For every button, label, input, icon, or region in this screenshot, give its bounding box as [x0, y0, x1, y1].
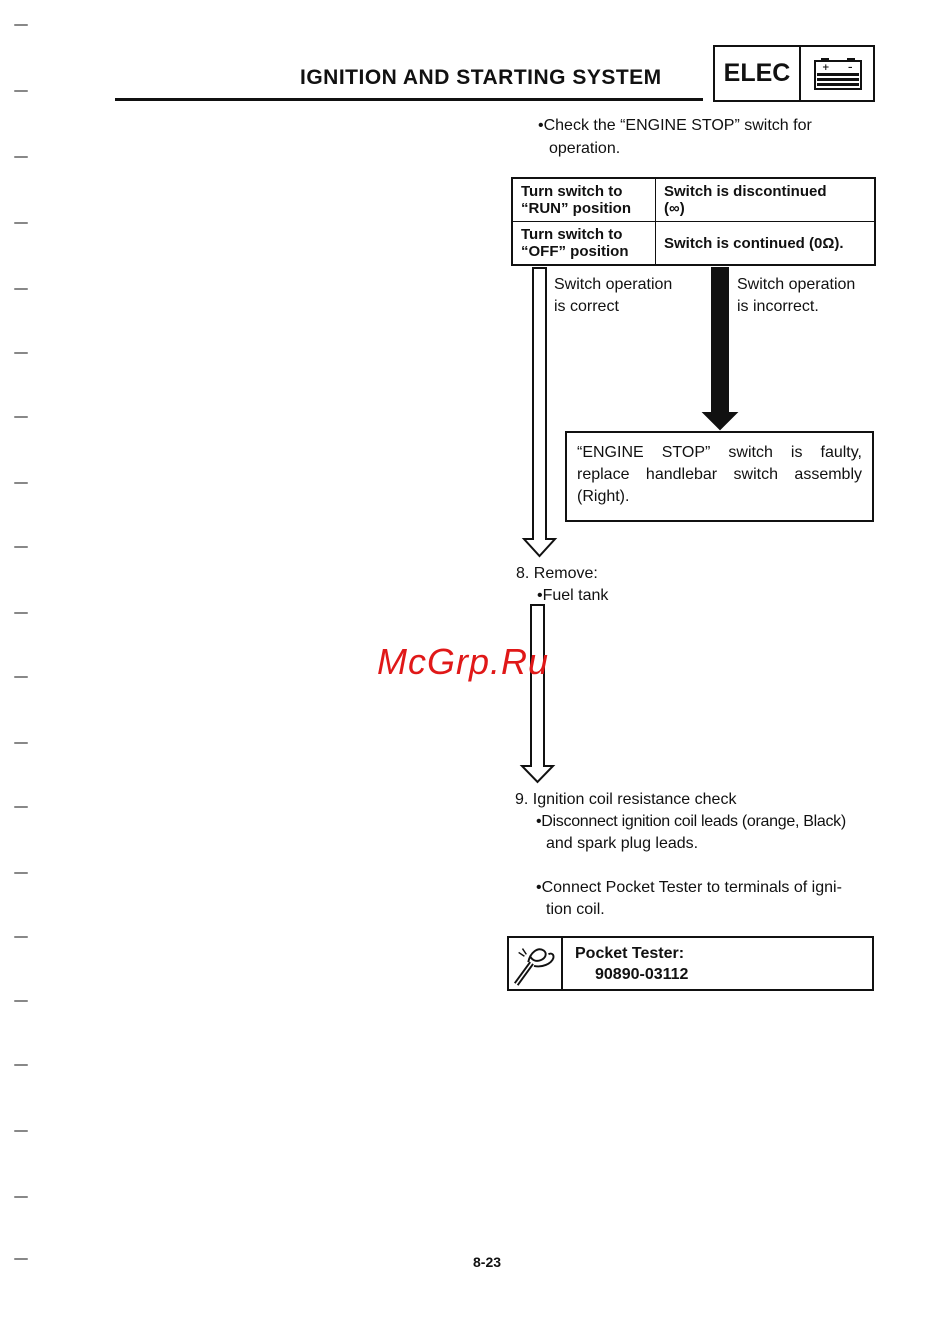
step-9-bullet-1: •Disconnect ignition coil leads (orange,…: [536, 813, 846, 830]
check-instruction: •Check the “ENGINE STOP” switch for: [538, 117, 812, 134]
table-cell-action: Turn switch to “OFF” position: [511, 221, 656, 266]
cell-line: Turn switch to: [521, 226, 623, 243]
section-tag-box: ELEC + –: [713, 45, 875, 102]
correct-label: Switch operation: [554, 276, 673, 293]
special-tool-box: Pocket Tester: 90890-03112: [507, 936, 874, 991]
cell-line: Turn switch to: [521, 183, 623, 200]
arrow-correct: [521, 267, 558, 558]
page-number: 8-23: [473, 1254, 502, 1270]
step-9-bullet-2: •Connect Pocket Tester to terminals of i…: [536, 879, 842, 896]
pocket-tester-icon: [513, 938, 563, 989]
step-8-heading: 8. Remove:: [516, 565, 598, 582]
incorrect-label-cont: is incorrect.: [737, 298, 819, 315]
tool-label: Pocket Tester:: [575, 945, 685, 962]
arrow-next-step: [519, 604, 556, 784]
arrow-incorrect: [701, 267, 739, 431]
incorrect-label: Switch operation: [737, 276, 856, 293]
table-row: Turn switch to “RUN” position Switch is …: [511, 177, 876, 222]
flowchart-arrows: [519, 267, 739, 784]
svg-text:+: +: [822, 63, 830, 73]
cell-line: “RUN” position: [521, 200, 631, 217]
cell-line: Switch is discontinued: [664, 183, 827, 200]
watermark: McGrp.Ru: [377, 641, 550, 682]
step-9-bullet-2-cont: tion coil.: [546, 901, 605, 918]
fault-line: (Right).: [577, 488, 630, 505]
table-cell-result: Switch is discontinued (∞): [655, 177, 876, 222]
switch-check-table: Turn switch to “RUN” position Switch is …: [511, 177, 876, 266]
cell-line: Switch is continued (0Ω).: [664, 234, 844, 252]
correct-label-cont: is correct: [554, 298, 619, 315]
cell-line: “OFF” position: [521, 243, 629, 260]
header-rule: [115, 98, 703, 101]
cell-line: (∞): [664, 200, 685, 217]
section-title: IGNITION AND STARTING SYSTEM: [300, 66, 662, 89]
table-row: Turn switch to “OFF” position Switch is …: [511, 221, 876, 266]
svg-text:–: –: [848, 63, 853, 73]
step-8-item: •Fuel tank: [537, 587, 609, 604]
table-cell-result: Switch is continued (0Ω).: [655, 221, 876, 266]
fault-remedy-box: “ENGINE STOP” switch is faulty, replace …: [565, 431, 874, 522]
check-instruction-cont: operation.: [549, 140, 621, 157]
fault-line: “ENGINE STOP” switch is faulty,: [577, 444, 862, 461]
table-cell-action: Turn switch to “RUN” position: [511, 177, 656, 222]
battery-icon: + –: [814, 58, 862, 90]
tool-part-number: 90890-03112: [595, 966, 689, 983]
fault-line: replace handlebar switch assembly: [577, 466, 862, 483]
step-9-bullet-1-cont: and spark plug leads.: [546, 835, 699, 852]
section-tag: ELEC: [715, 47, 801, 100]
step-9-heading: 9. Ignition coil resistance check: [515, 791, 737, 808]
